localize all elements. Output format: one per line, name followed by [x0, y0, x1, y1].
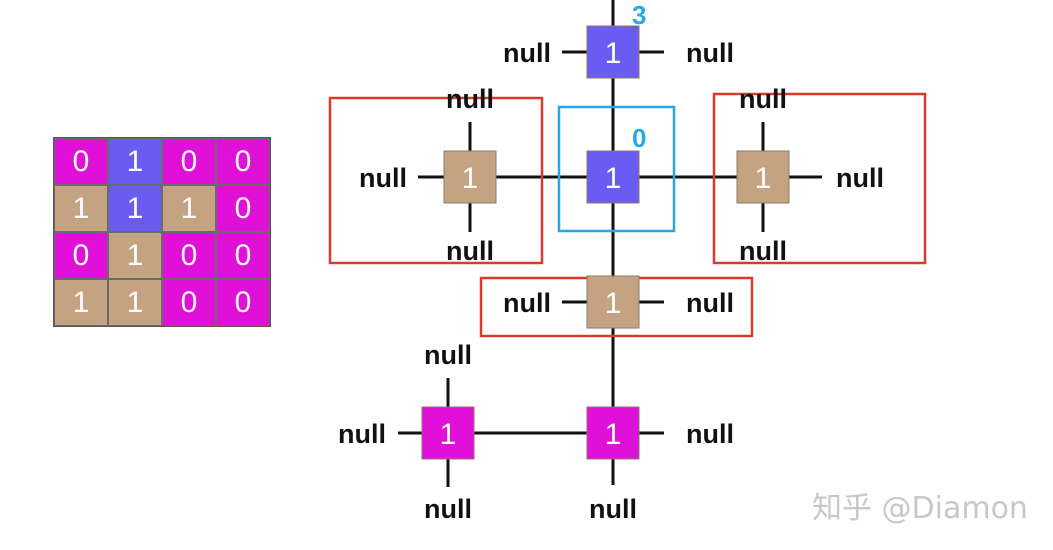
node-top-label: 1 — [605, 37, 622, 70]
matrix-cell-r2c0: 0 — [54, 232, 108, 279]
null-top-right-label: null — [686, 38, 734, 68]
node-right — [736, 150, 790, 204]
matrix-cell-r1c1: 1 — [108, 185, 162, 232]
matrix-cell-r3c3: 0 — [216, 279, 270, 326]
index-labels: 30 — [632, 0, 646, 153]
node-bottom-right — [586, 406, 640, 460]
matrix-cell-r2c1: 1 — [108, 232, 162, 279]
matrix-cell-r0c3: 0 — [216, 138, 270, 185]
null-right-up-label: null — [739, 84, 787, 114]
node-bottom-left — [421, 406, 475, 460]
matrix-cell-r2c3: 0 — [216, 232, 270, 279]
matrix-cell-r2c2: 0 — [162, 232, 216, 279]
matrix-cell-r1c2: 1 — [162, 185, 216, 232]
node-bottom-left-label: 1 — [440, 418, 457, 451]
node-bottom-right-label: 1 — [605, 418, 622, 451]
node-center — [586, 150, 640, 204]
matrix-cell-r1c0: 1 — [54, 185, 108, 232]
matrix-cell-r3c1: 1 — [108, 279, 162, 326]
watermark-text: 知乎 @Diamon — [812, 491, 1028, 526]
node-right-label: 1 — [755, 162, 772, 195]
null-left-left-label: null — [359, 163, 407, 193]
node-lower-label: 1 — [605, 287, 622, 320]
matrix-cell-r0c0: 0 — [54, 138, 108, 185]
highlight-box-center — [557, 105, 676, 233]
matrix-cell-r3c0: 1 — [54, 279, 108, 326]
index-label-top: 3 — [632, 0, 646, 30]
matrix-cell-r1c3: 0 — [216, 185, 270, 232]
null-bottomleft-down-label: null — [424, 494, 472, 524]
null-left-up-label: null — [446, 84, 494, 114]
null-bottomleft-left-label: null — [338, 419, 386, 449]
index-label-center: 0 — [632, 123, 646, 153]
null-top-left-label: null — [503, 38, 551, 68]
null-right-down-label: null — [739, 236, 787, 266]
matrix-cell-r3c2: 0 — [162, 279, 216, 326]
node-center-label: 1 — [605, 162, 622, 195]
matrix-cell-r0c2: 0 — [162, 138, 216, 185]
null-bottomleft-up-label: null — [424, 340, 472, 370]
null-right-right-label: null — [836, 163, 884, 193]
null-lower-right-label: null — [686, 288, 734, 318]
node-lower — [586, 275, 640, 329]
nodes: 1 1 1 1 1 1 1 — [421, 25, 790, 460]
highlight-box-left — [328, 96, 544, 265]
highlight-box-right — [712, 92, 927, 265]
null-bottomright-right-label: null — [686, 419, 734, 449]
node-top — [586, 25, 640, 79]
null-bottomright-down-label: null — [589, 494, 637, 524]
matrix-cell-r0c1: 1 — [108, 138, 162, 185]
null-lower-left-label: null — [503, 288, 551, 318]
node-left-label: 1 — [462, 162, 479, 195]
null-left-down-label: null — [446, 236, 494, 266]
node-left — [443, 150, 497, 204]
